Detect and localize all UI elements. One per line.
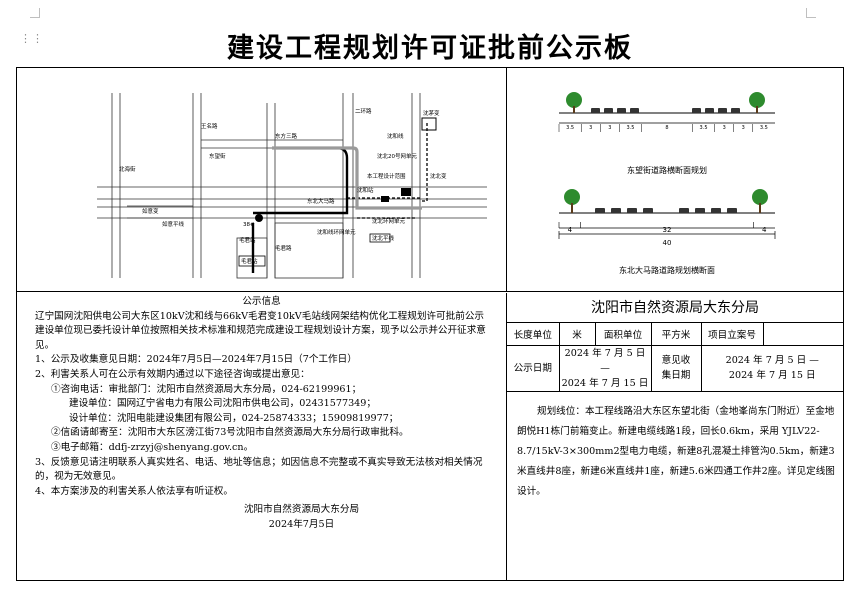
map-label-maojun-road: 毛君路 bbox=[275, 244, 292, 252]
map-label-network-b: 沈北环网单元 bbox=[372, 217, 406, 225]
map-label-network-a: 沈和线环网单元 bbox=[317, 228, 356, 236]
email-label: ③电子邮箱： bbox=[51, 441, 109, 453]
notice-p5: ①咨询电话：审批部门：沈阳市自然资源局大东分局，024-62199961； bbox=[51, 383, 362, 395]
notice-p9: ③电子邮箱：ddfj-zrzyj@shenyang.gov.cn。 bbox=[17, 441, 506, 456]
cross-sections: 3.5 3 3 3.5 8 3.5 3 3 3.5 东望街道路横断面规划 bbox=[507, 68, 843, 292]
page-corner-top-left bbox=[30, 8, 40, 18]
opinion-date-label: 意见收 集日期 bbox=[651, 345, 702, 392]
sign-date: 2024年7月5日 bbox=[268, 518, 335, 530]
dongbei-dim-label: 32 bbox=[663, 226, 672, 234]
map-label-line-a: 沈北20号网单元 bbox=[377, 152, 417, 160]
dongwang-dim-label: 3.5 bbox=[700, 125, 708, 131]
page-corner-top-right bbox=[806, 8, 816, 18]
dongwang-section: 3.5 3 3 3.5 8 3.5 3 3 3.5 东望街道路横断面规划 bbox=[558, 92, 775, 175]
map-label-beihaijie: 北海街 bbox=[119, 165, 136, 173]
map-label-maojun: 毛君站 bbox=[239, 236, 256, 244]
area-unit-label: 面积单位 bbox=[595, 323, 652, 346]
dongbei-section: 4 32 4 40 东北大马路道路规划横断面 bbox=[558, 189, 776, 275]
cross-section-drawing: 3.5 3 3 3.5 8 3.5 3 3 3.5 东望街道路横断面规划 bbox=[558, 92, 776, 275]
map-label-station-a: 沈茅变 bbox=[423, 109, 440, 117]
dongwang-dim-label: 3 bbox=[723, 125, 726, 131]
map-label-shenfa: 沈和站 bbox=[357, 186, 374, 194]
map-label-erhuan: 二环路 bbox=[355, 107, 372, 115]
notice-board: 王名路 东方三路 二环路 东望街 北海街 如意变 如意平线 沈和线 沈茅变 沈北… bbox=[16, 67, 844, 581]
notice-heading: 公示信息 bbox=[242, 296, 281, 307]
opinion-date-start: 2024 年 7 月 5 日 — bbox=[725, 355, 819, 366]
map-label-maojun-station: 毛君站 bbox=[241, 257, 258, 265]
notice-p4: 2、利害关系人可在公示有效期内通过以下途径咨询或提出意见： bbox=[35, 368, 310, 380]
map-label-wangjie: 王名路 bbox=[201, 122, 218, 130]
route-map: 王名路 东方三路 二环路 东望街 北海街 如意变 如意平线 沈和线 沈茅变 沈北… bbox=[17, 68, 507, 292]
opinion-date-value: 2024 年 7 月 5 日 — 2024 年 7 月 15 日 bbox=[701, 345, 843, 392]
dongwang-caption: 东望街道路横断面规划 bbox=[627, 165, 707, 175]
project-number-label: 项目立案号 bbox=[701, 323, 764, 346]
map-label-donghuansan: 东方三路 bbox=[275, 132, 298, 140]
notice-p3: 1、公示及收集意见日期：2024年7月5日—2024年7月15日（7个工作日） bbox=[35, 354, 357, 366]
dongbei-total-label: 40 bbox=[663, 239, 672, 247]
tree-icon bbox=[566, 92, 765, 113]
publication-date-start: 2024 年 7 月 5 日 — bbox=[564, 347, 646, 374]
opinion-date-end: 2024 年 7 月 15 日 bbox=[728, 370, 816, 381]
map-label-project: 本工程设计范围 bbox=[367, 172, 406, 180]
map-label-jiuxing: 如意变 bbox=[142, 207, 159, 215]
map-label-yuandong: 沈北变 bbox=[430, 172, 447, 180]
dongwang-dim-label: 3 bbox=[589, 125, 592, 131]
dongwang-dim-label: 3 bbox=[742, 125, 745, 131]
notice-p10: 3、反馈意见请注明联系人真实姓名、电话、地址等信息；如因信息不完整或不真实导致无… bbox=[35, 456, 483, 483]
map-label-shenhe: 沈和线 bbox=[387, 132, 404, 140]
car-icons bbox=[595, 208, 737, 213]
map-label-number: 38# bbox=[243, 222, 255, 228]
substation-marker bbox=[255, 214, 263, 222]
length-unit-label: 长度单位 bbox=[507, 323, 560, 346]
notice-p11: 4、本方案涉及的利害关系人依法享有听证权。 bbox=[35, 485, 233, 497]
page-title: 建设工程规划许可证批前公示板 bbox=[227, 33, 633, 64]
drawings-row: 王名路 东方三路 二环路 东望街 北海街 如意变 如意平线 沈和线 沈茅变 沈北… bbox=[17, 68, 843, 292]
tree-icon bbox=[564, 189, 768, 213]
dongwang-dim-label: 3.5 bbox=[566, 125, 574, 131]
dongwang-dim-label: 8 bbox=[665, 125, 668, 131]
publication-date-end: 2024 年 7 月 15 日 bbox=[561, 377, 649, 389]
route-map-drawing: 王名路 东方三路 二环路 东望街 北海街 如意变 如意平线 沈和线 沈茅变 沈北… bbox=[97, 93, 487, 279]
opinion-date-label-2: 集日期 bbox=[661, 370, 691, 381]
email-suffix: 。 bbox=[243, 441, 254, 453]
dongbei-caption: 东北大马路道路规划横断面 bbox=[619, 265, 715, 275]
map-label-dongwangjie: 东望街 bbox=[209, 152, 226, 160]
authority-title: 沈阳市自然资源局大东分局 bbox=[507, 293, 843, 323]
publication-date-value: 2024 年 7 月 5 日 — 2024 年 7 月 15 日 bbox=[559, 345, 652, 392]
dongwang-dim-label: 3 bbox=[608, 125, 611, 131]
dongbei-dim-label: 4 bbox=[568, 226, 573, 234]
dongbei-dim-label: 4 bbox=[762, 226, 767, 234]
notice-p1: 辽宁国网沈阳供电公司大东区10kV沈和线与66kV毛君变10kV毛站线网架结构优… bbox=[35, 310, 485, 322]
car-icons bbox=[591, 108, 740, 113]
notice-p2: 建设单位现已委托设计单位按照相关技术标准和规范完成建设工程规划设计方案，现予以公… bbox=[35, 325, 486, 351]
notice-info: 公示信息 辽宁国网沈阳供电公司大东区10kV沈和线与66kV毛君变10kV毛站线… bbox=[17, 293, 507, 581]
dongwang-dim-label: 3.5 bbox=[760, 125, 768, 131]
planning-description: 规划线位：本工程线路沿大东区东望北街（金地峯尚东门附近）至金地朗悦H1栋门前箱变… bbox=[517, 405, 835, 497]
project-number-value bbox=[763, 323, 843, 346]
map-label-line-b: 东北大马路 bbox=[307, 197, 335, 205]
map-label-network-c: 沈北平线 bbox=[372, 234, 395, 242]
notice-p7: 设计单位：沈阳电能建设集团有限公司，024-25874333；159098199… bbox=[69, 412, 399, 424]
info-table: 长度单位 米 面积单位 平方米 项目立案号 公示日期 2024 年 7 月 5 … bbox=[507, 323, 843, 392]
map-label-ruyi: 如意平线 bbox=[162, 220, 185, 228]
authority-panel: 沈阳市自然资源局大东分局 长度单位 米 面积单位 平方米 项目立案号 公示日期 … bbox=[507, 293, 843, 581]
dongwang-dim-label: 3.5 bbox=[626, 125, 634, 131]
opinion-date-label-1: 意见收 bbox=[661, 355, 691, 366]
sign-org: 沈阳市自然资源局大东分局 bbox=[243, 504, 360, 516]
publication-date-label: 公示日期 bbox=[507, 345, 560, 392]
notice-p6: 建设单位：国网辽宁省电力有限公司沈阳市供电公司，02431577349； bbox=[69, 398, 376, 410]
notice-p8: ②信函请邮寄至：沈阳市大东区滂江街73号沈阳市自然资源局大东分局行政审批科。 bbox=[51, 427, 409, 439]
email-link[interactable]: ddfj-zrzyj@shenyang.gov.cn bbox=[108, 441, 244, 453]
area-unit-value: 平方米 bbox=[651, 323, 702, 346]
length-unit-value: 米 bbox=[559, 323, 596, 346]
